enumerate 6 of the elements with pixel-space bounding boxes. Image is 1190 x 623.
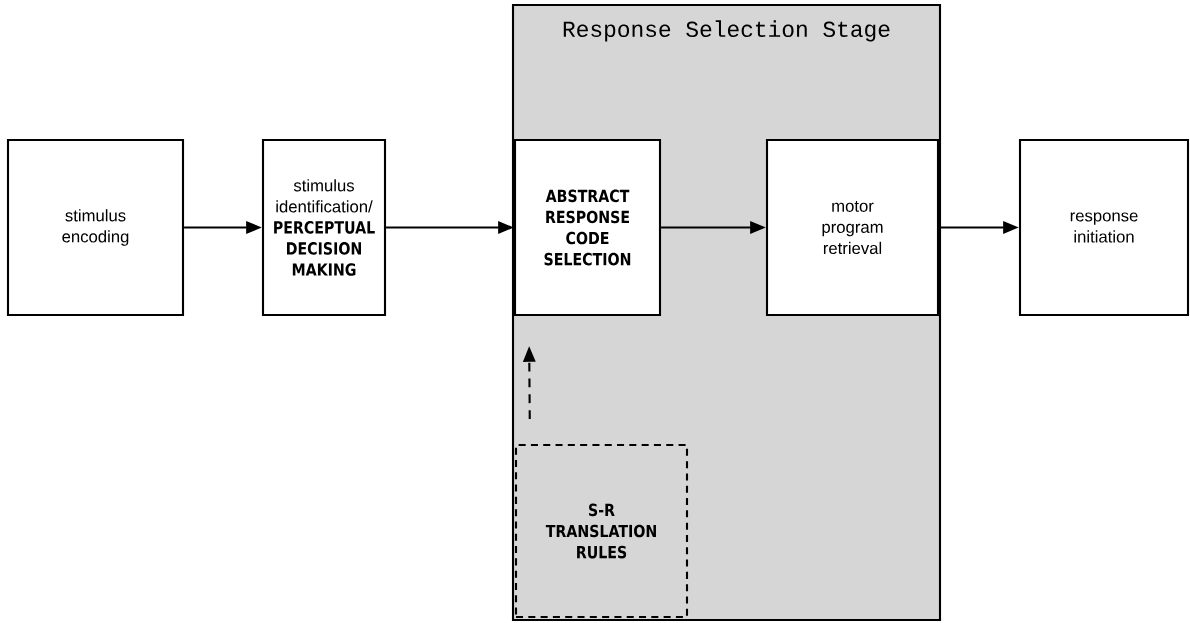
rules-box: S-R TRANSLATION RULES bbox=[514, 443, 689, 619]
process-box: response initiation bbox=[1018, 138, 1190, 317]
process-box: stimulus encoding bbox=[6, 138, 185, 317]
process-box: motor program retrieval bbox=[765, 138, 940, 317]
process-box: stimulus identification/ PERCEPTUAL DECISION MAKING bbox=[261, 138, 387, 317]
process-box: ABSTRACT RESPONSE CODE SELECTION bbox=[513, 138, 662, 317]
